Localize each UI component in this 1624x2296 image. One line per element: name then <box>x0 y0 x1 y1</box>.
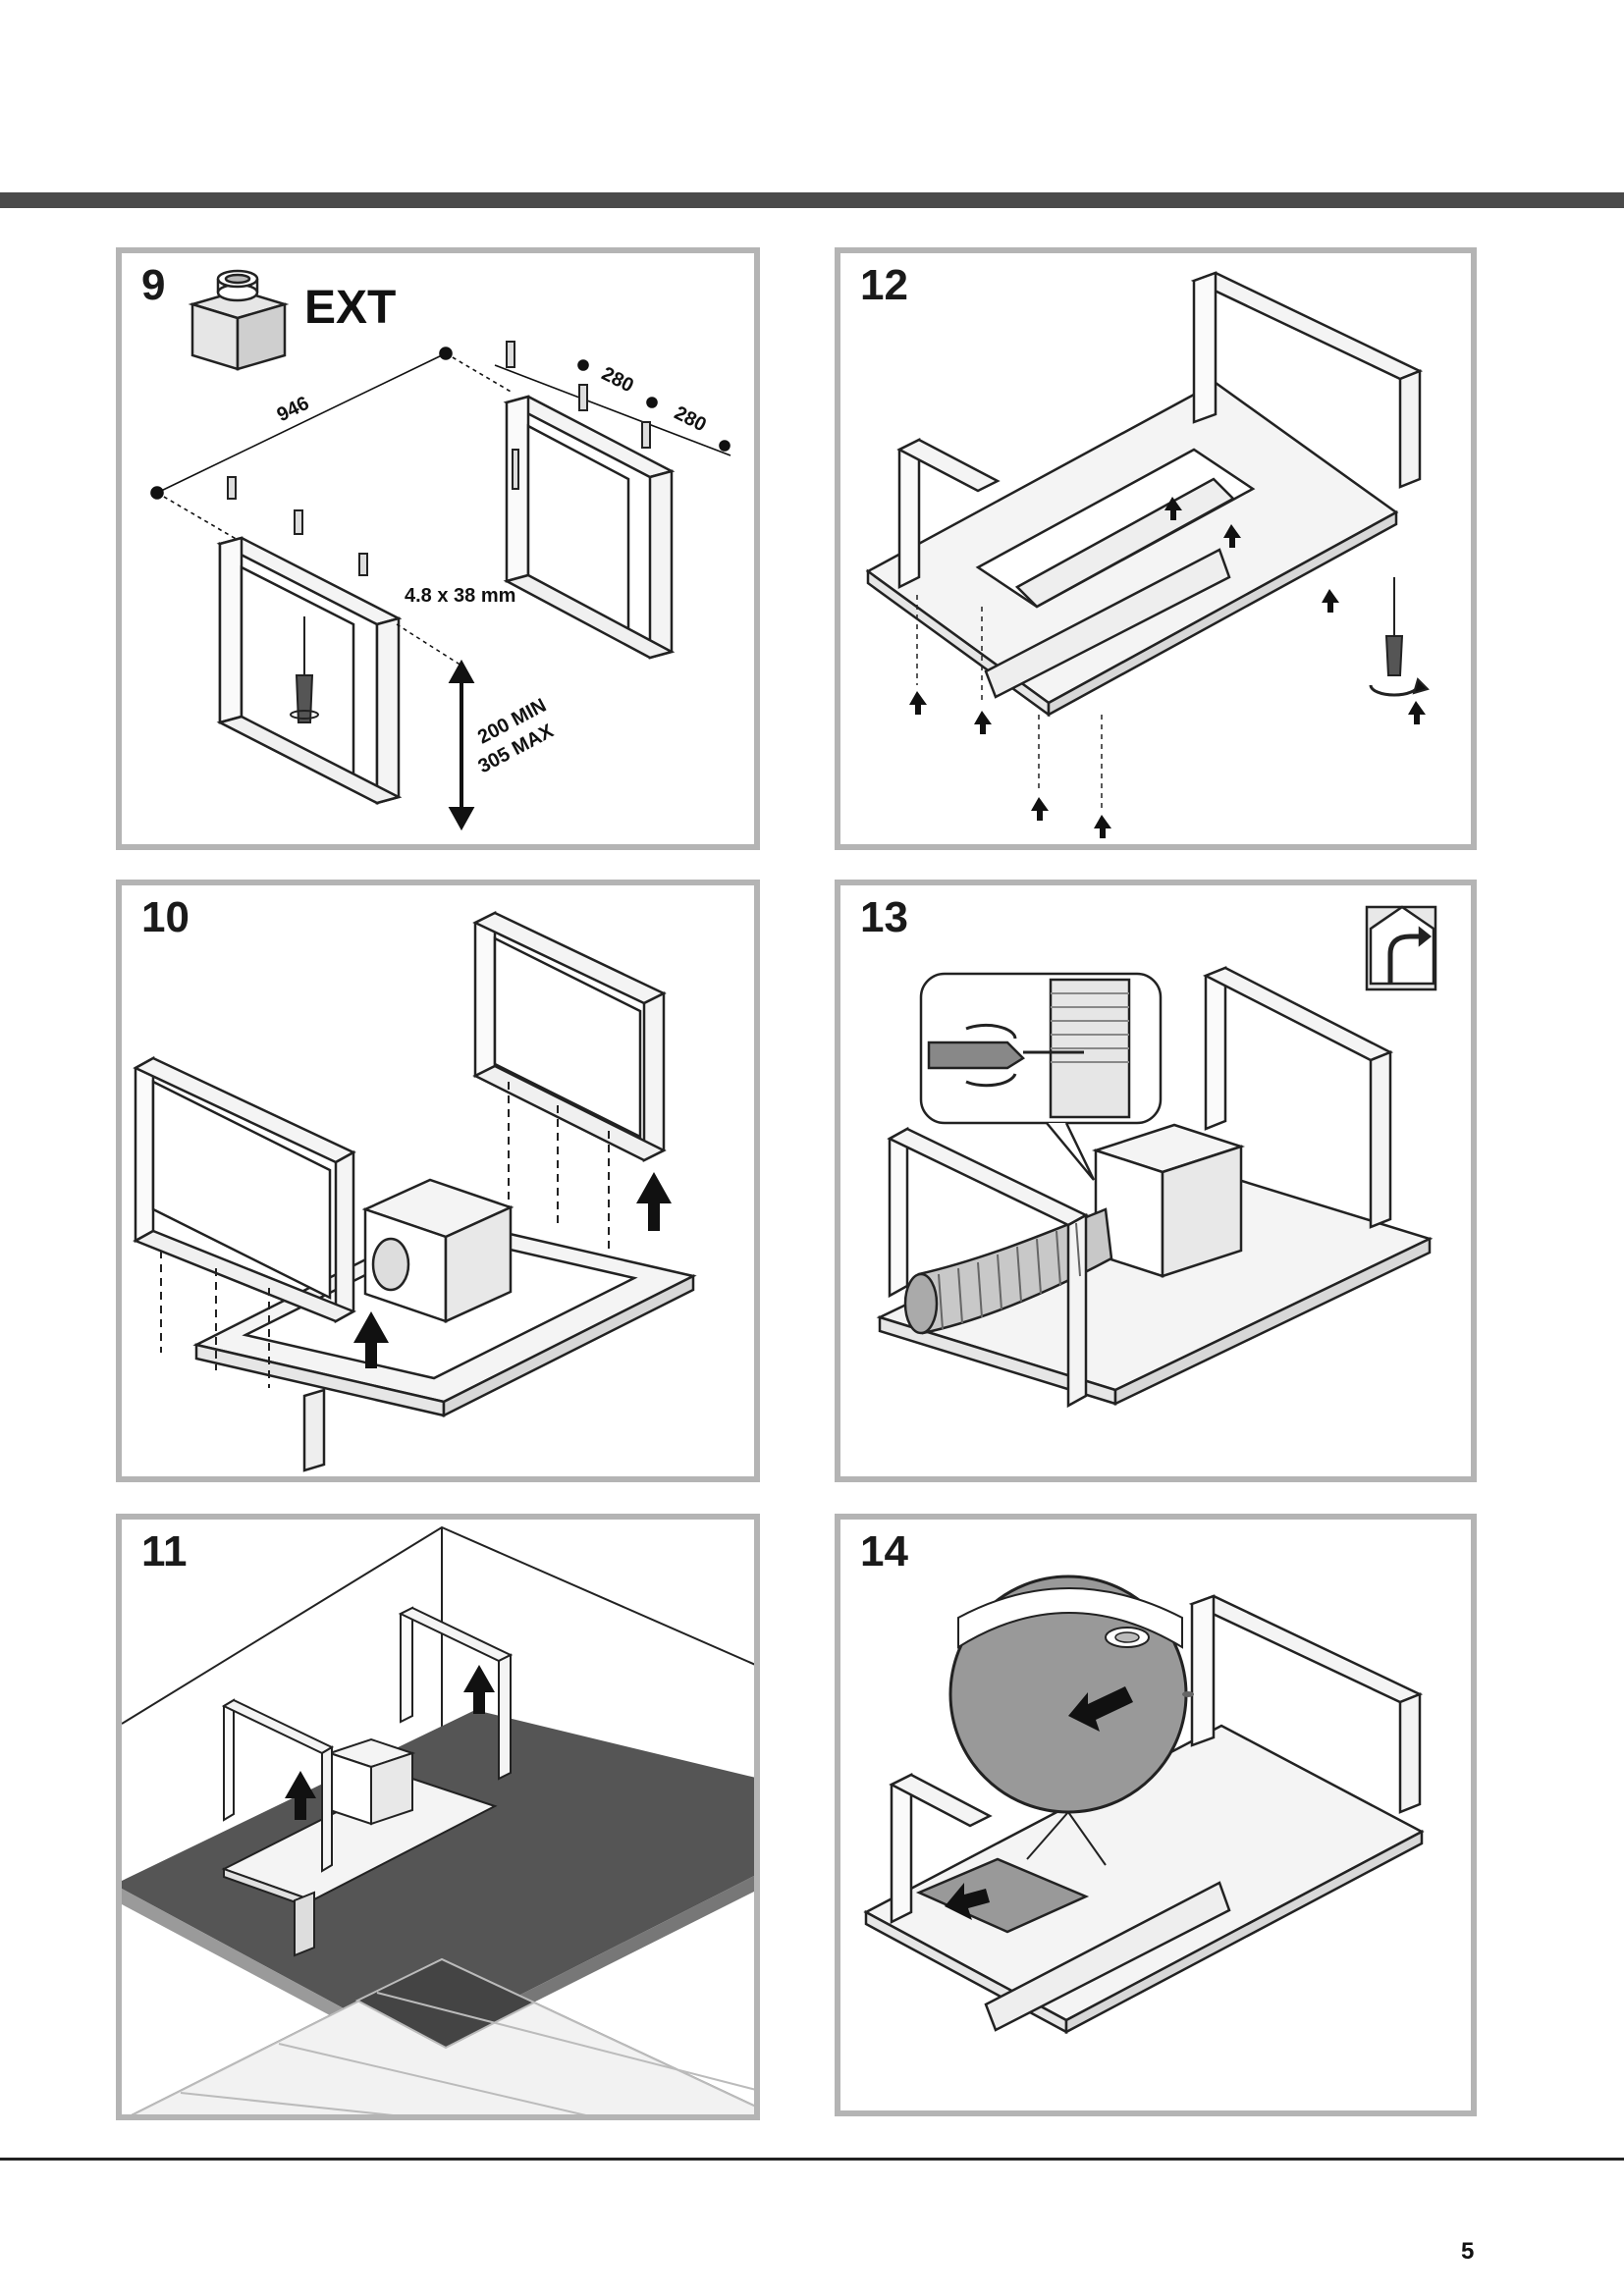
right-bracket <box>1190 271 1424 381</box>
house-vent-icon <box>1365 905 1437 991</box>
step-10-illustration <box>133 910 697 1472</box>
footer-rule <box>0 2158 1624 2161</box>
step-12-panel: 12 <box>835 247 1477 850</box>
floor-tiles <box>131 1957 754 2114</box>
step-number: 13 <box>860 893 908 941</box>
upward-arrows <box>353 1172 672 1368</box>
step-12-illustration <box>865 271 1430 838</box>
direction-arrows <box>945 1686 1133 1920</box>
ext-label: EXT <box>304 282 397 334</box>
header-bar <box>0 192 1624 208</box>
dimension-946-line <box>150 347 514 541</box>
left-bracket <box>897 437 921 590</box>
step-14-illustration <box>863 1575 1425 2035</box>
right-bracket <box>473 910 497 1079</box>
step-13-illustration <box>876 905 1437 1409</box>
step-11-illustration <box>122 1525 754 2114</box>
step-9-illustration <box>150 269 731 831</box>
zoom-circle <box>948 1575 1194 1866</box>
dimension-280-line <box>494 359 731 456</box>
upward-arrows <box>285 1665 495 1820</box>
screws <box>227 341 651 576</box>
step-9-panel: 9 <box>116 247 760 850</box>
step-number: 11 <box>141 1527 188 1575</box>
page-number: 5 <box>1461 2238 1475 2265</box>
right-bracket <box>1188 1594 1424 1704</box>
left-bracket <box>890 1772 913 1925</box>
zoom-bubble <box>919 972 1163 1181</box>
step-number: 12 <box>860 261 908 309</box>
duct-adapter-icon <box>188 269 290 371</box>
right-bracket <box>1204 966 1227 1131</box>
step-14-panel: 14 <box>835 1514 1477 2116</box>
step-13-panel: 13 <box>835 880 1477 1482</box>
ceiling-panel <box>122 1710 754 2048</box>
step-10-panel: 10 <box>116 880 760 1482</box>
right-bracket <box>400 1606 413 1724</box>
step-number: 10 <box>141 893 189 941</box>
screwdriver-icon <box>290 616 319 723</box>
grease-plate <box>915 1857 1090 1934</box>
step-number: 14 <box>860 1527 908 1575</box>
height-arrow <box>396 623 475 831</box>
left-bracket <box>216 536 403 806</box>
upward-arrows <box>909 497 1426 838</box>
left-bracket <box>888 1126 909 1299</box>
left-bracket <box>134 1055 155 1244</box>
screwdriver-rotate-icon <box>1369 577 1430 697</box>
screw-size: 4.8 x 38 mm <box>405 585 516 607</box>
left-bracket <box>223 1698 235 1822</box>
step-number: 9 <box>141 261 166 309</box>
step-11-panel: 11 <box>116 1514 760 2120</box>
